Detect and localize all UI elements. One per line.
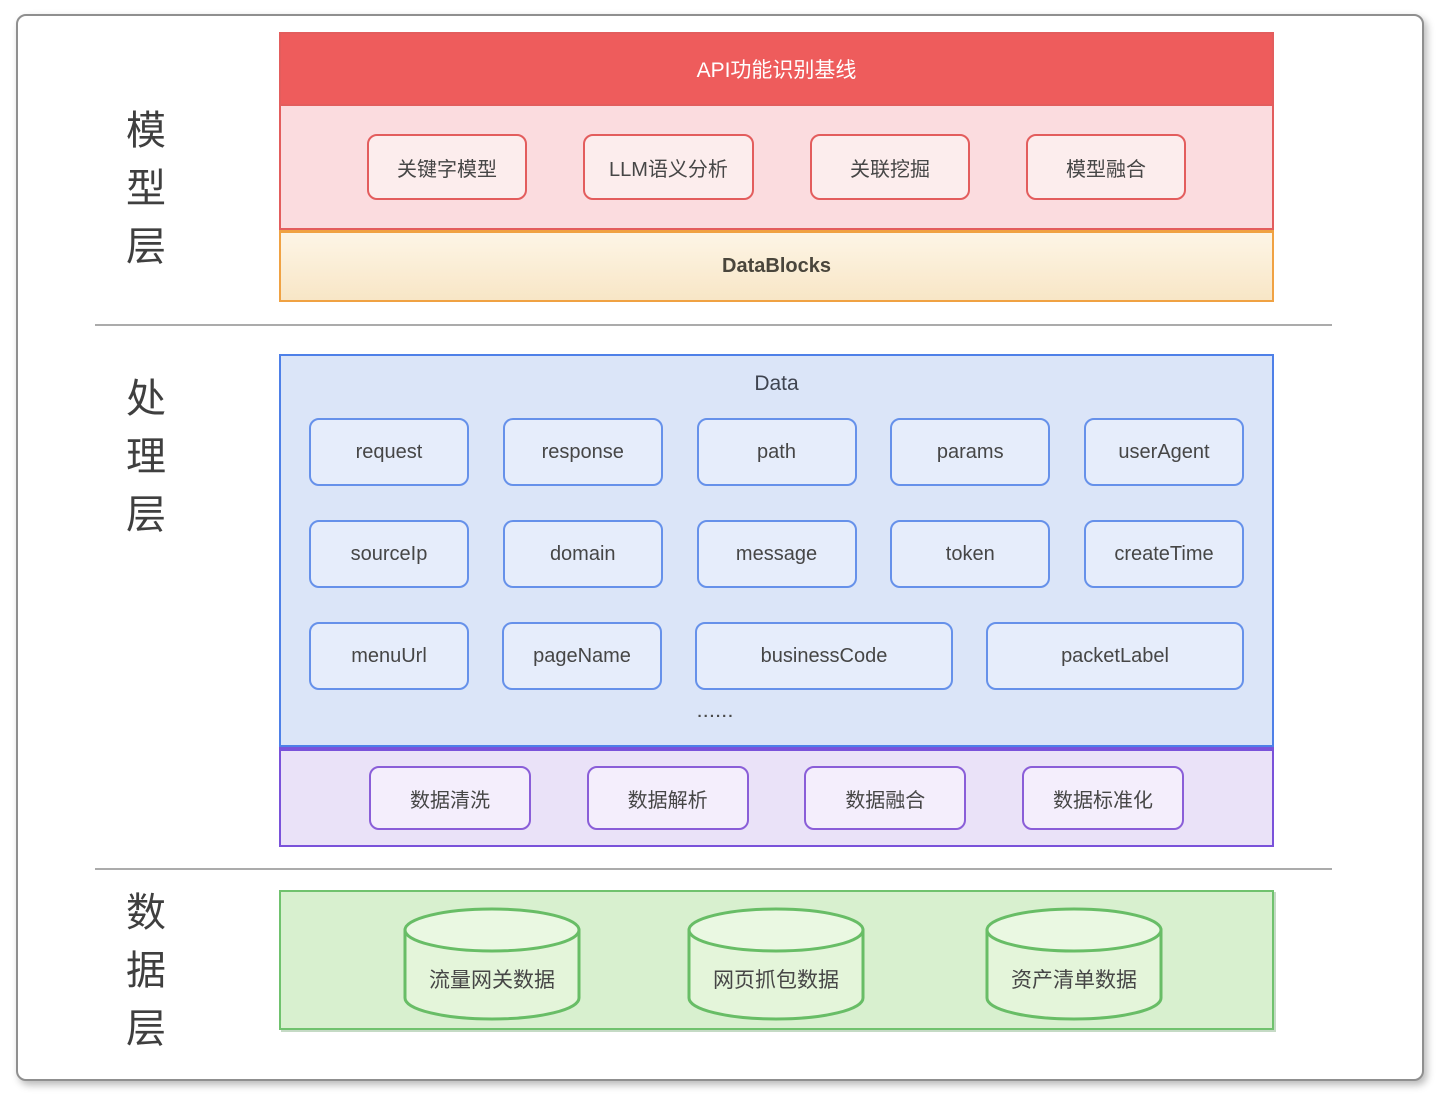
database-cylinder-webcapture: 网页抓包数据 bbox=[686, 906, 866, 1024]
field-row-3: menuUrl pageName businessCode packetLabe… bbox=[281, 622, 1272, 690]
data-layer-label: 数据层 bbox=[126, 891, 166, 1051]
field-row-1: request response path params userAgent bbox=[281, 418, 1272, 486]
field-box-params: params bbox=[890, 418, 1051, 486]
data-sources-container: 流量网关数据 网页抓包数据 资产清单数据 bbox=[279, 890, 1274, 1030]
field-box-token: token bbox=[890, 520, 1051, 588]
data-container: Data request response path params userAg… bbox=[279, 354, 1274, 747]
database-icon bbox=[985, 907, 1163, 1021]
field-box-request: request bbox=[309, 418, 469, 486]
datablocks-bar: DataBlocks bbox=[279, 230, 1274, 302]
api-baseline-header: API功能识别基线 bbox=[279, 32, 1274, 104]
step-box-data-cleaning: 数据清洗 bbox=[369, 766, 531, 830]
step-box-data-parsing: 数据解析 bbox=[586, 766, 749, 830]
model-box-keyword: 关键字模型 bbox=[367, 134, 527, 200]
field-box-sourceip: sourceIp bbox=[309, 520, 469, 588]
processing-steps-band: 数据清洗 数据解析 数据融合 数据标准化 bbox=[279, 747, 1274, 847]
field-box-pagename: pageName bbox=[502, 622, 662, 690]
divider-processing-data bbox=[95, 868, 1332, 870]
field-box-useragent: userAgent bbox=[1084, 418, 1244, 486]
processing-layer-label: 处理层 bbox=[126, 377, 166, 537]
field-box-packetlabel: packetLabel bbox=[986, 622, 1244, 690]
database-cylinder-gateway: 流量网关数据 bbox=[402, 906, 582, 1024]
database-label-gateway: 流量网关数据 bbox=[429, 969, 555, 992]
field-box-businesscode: businessCode bbox=[695, 622, 953, 690]
field-box-path: path bbox=[696, 418, 857, 486]
database-label-webcapture: 网页抓包数据 bbox=[713, 969, 839, 992]
more-fields-ellipsis: ...... bbox=[697, 704, 735, 721]
database-icon bbox=[403, 907, 581, 1021]
field-box-domain: domain bbox=[502, 520, 663, 588]
field-box-response: response bbox=[502, 418, 663, 486]
step-box-data-standardization: 数据标准化 bbox=[1021, 766, 1184, 830]
model-layer-label: 模型层 bbox=[126, 109, 166, 269]
model-band: 关键字模型 LLM语义分析 关联挖掘 模型融合 bbox=[279, 104, 1274, 230]
field-row-2: sourceIp domain message token createTime bbox=[281, 520, 1272, 588]
data-container-title: Data bbox=[754, 372, 799, 395]
model-layer-section: API功能识别基线 关键字模型 LLM语义分析 关联挖掘 模型融合 DataBl… bbox=[279, 32, 1274, 302]
field-box-menuurl: menuUrl bbox=[309, 622, 469, 690]
field-box-createtime: createTime bbox=[1084, 520, 1244, 588]
divider-model-processing bbox=[95, 324, 1332, 326]
database-label-assets: 资产清单数据 bbox=[1011, 969, 1137, 992]
diagram-frame: 模型层 处理层 数据层 API功能识别基线 关键字模型 LLM语义分析 关联挖掘… bbox=[16, 14, 1424, 1081]
database-icon bbox=[687, 907, 865, 1021]
database-cylinder-assets: 资产清单数据 bbox=[984, 906, 1164, 1024]
model-box-llm-semantic: LLM语义分析 bbox=[583, 134, 754, 200]
field-box-message: message bbox=[696, 520, 857, 588]
step-box-data-fusion: 数据融合 bbox=[804, 766, 967, 830]
model-box-model-fusion: 模型融合 bbox=[1026, 134, 1186, 200]
model-box-association-mining: 关联挖掘 bbox=[809, 134, 970, 200]
